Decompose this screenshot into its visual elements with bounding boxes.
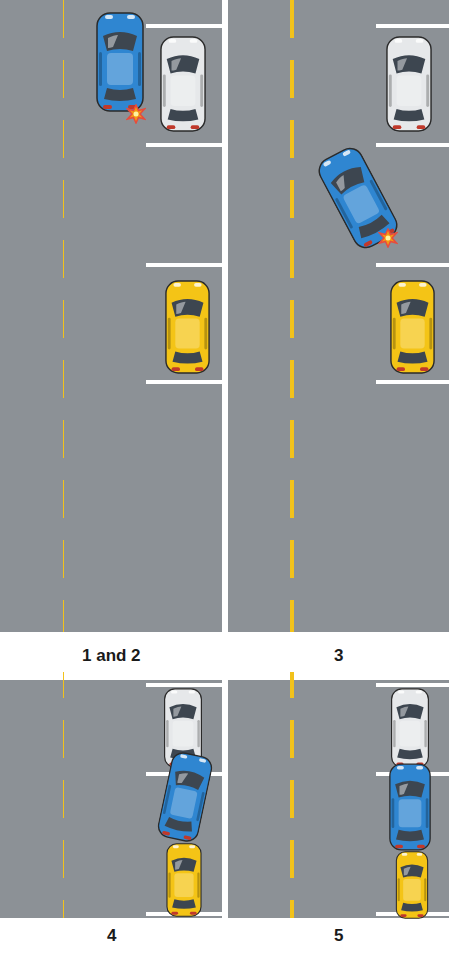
step-number: 4	[107, 926, 116, 946]
step-number: 5	[334, 926, 343, 946]
step-number: 3	[334, 646, 343, 666]
panel-three	[228, 0, 449, 632]
panel-one	[0, 0, 222, 632]
panel-four	[0, 672, 222, 918]
step-number: 1 and 2	[82, 646, 141, 666]
panel-five	[228, 672, 449, 918]
